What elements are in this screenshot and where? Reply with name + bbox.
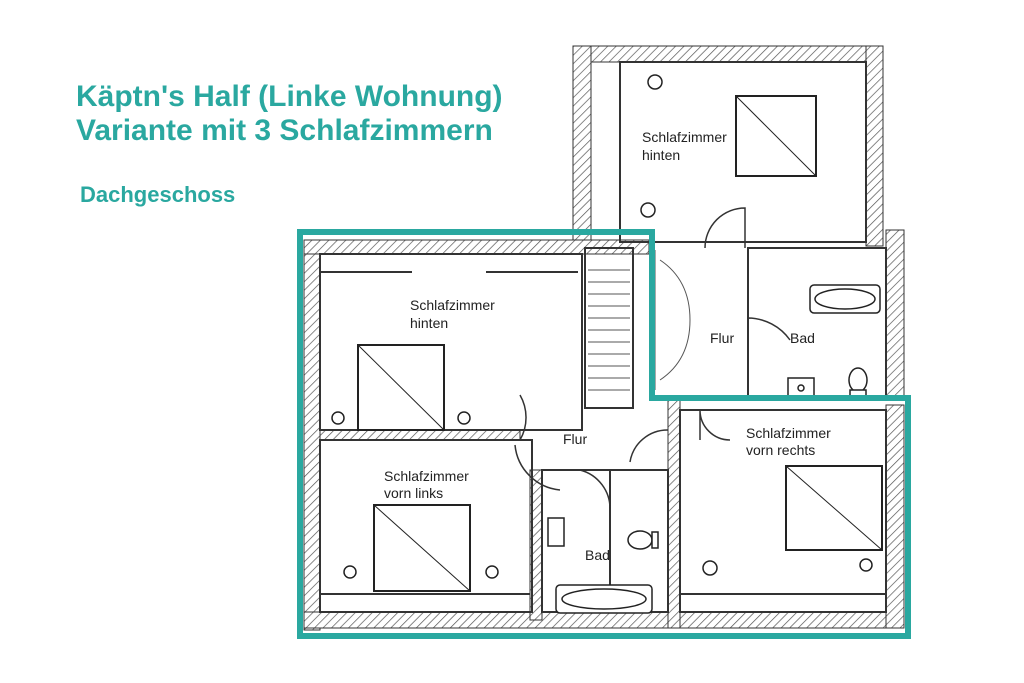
plan-subtitle: Variante mit 3 Schlafzimmern bbox=[76, 114, 493, 147]
floor-label: Dachgeschoss bbox=[80, 182, 236, 207]
room-label-schlafzimmer-vorn-links: Schlafzimmer bbox=[384, 468, 469, 484]
room-label-schlafzimmer-vorn-rechts-2: vorn rechts bbox=[746, 442, 815, 458]
room-label-schlafzimmer-hinten-left-2: hinten bbox=[410, 315, 448, 331]
room-label-schlafzimmer-vorn-rechts: Schlafzimmer bbox=[746, 425, 831, 441]
sink bbox=[787, 377, 815, 399]
bathtub bbox=[555, 584, 653, 614]
bathtub bbox=[809, 284, 881, 314]
door-swings bbox=[514, 207, 791, 511]
room-label-schlafzimmer-hinten-left: Schlafzimmer bbox=[410, 297, 495, 313]
room-label-schlafzimmer-hinten-top-2: hinten bbox=[642, 147, 680, 163]
room-label-schlafzimmer-vorn-links-2: vorn links bbox=[384, 485, 443, 501]
ceiling-fixtures bbox=[331, 74, 873, 579]
bed bbox=[785, 465, 883, 551]
toilet bbox=[627, 530, 659, 550]
room-label-flur-right: Flur bbox=[710, 330, 734, 346]
room-label-schlafzimmer-hinten-top: Schlafzimmer bbox=[642, 129, 727, 145]
toilet bbox=[848, 367, 868, 397]
plan-title: Käptn's Half (Linke Wohnung) bbox=[76, 80, 503, 113]
room-label-bad-right: Bad bbox=[790, 330, 815, 346]
apartment-outline bbox=[297, 229, 911, 639]
room-label-bad-center: Bad bbox=[585, 547, 610, 563]
room-label-flur-center: Flur bbox=[563, 431, 587, 447]
sink bbox=[547, 517, 565, 547]
stairs bbox=[588, 250, 691, 391]
bed bbox=[735, 95, 817, 177]
bed bbox=[373, 504, 471, 592]
bed bbox=[357, 344, 445, 431]
